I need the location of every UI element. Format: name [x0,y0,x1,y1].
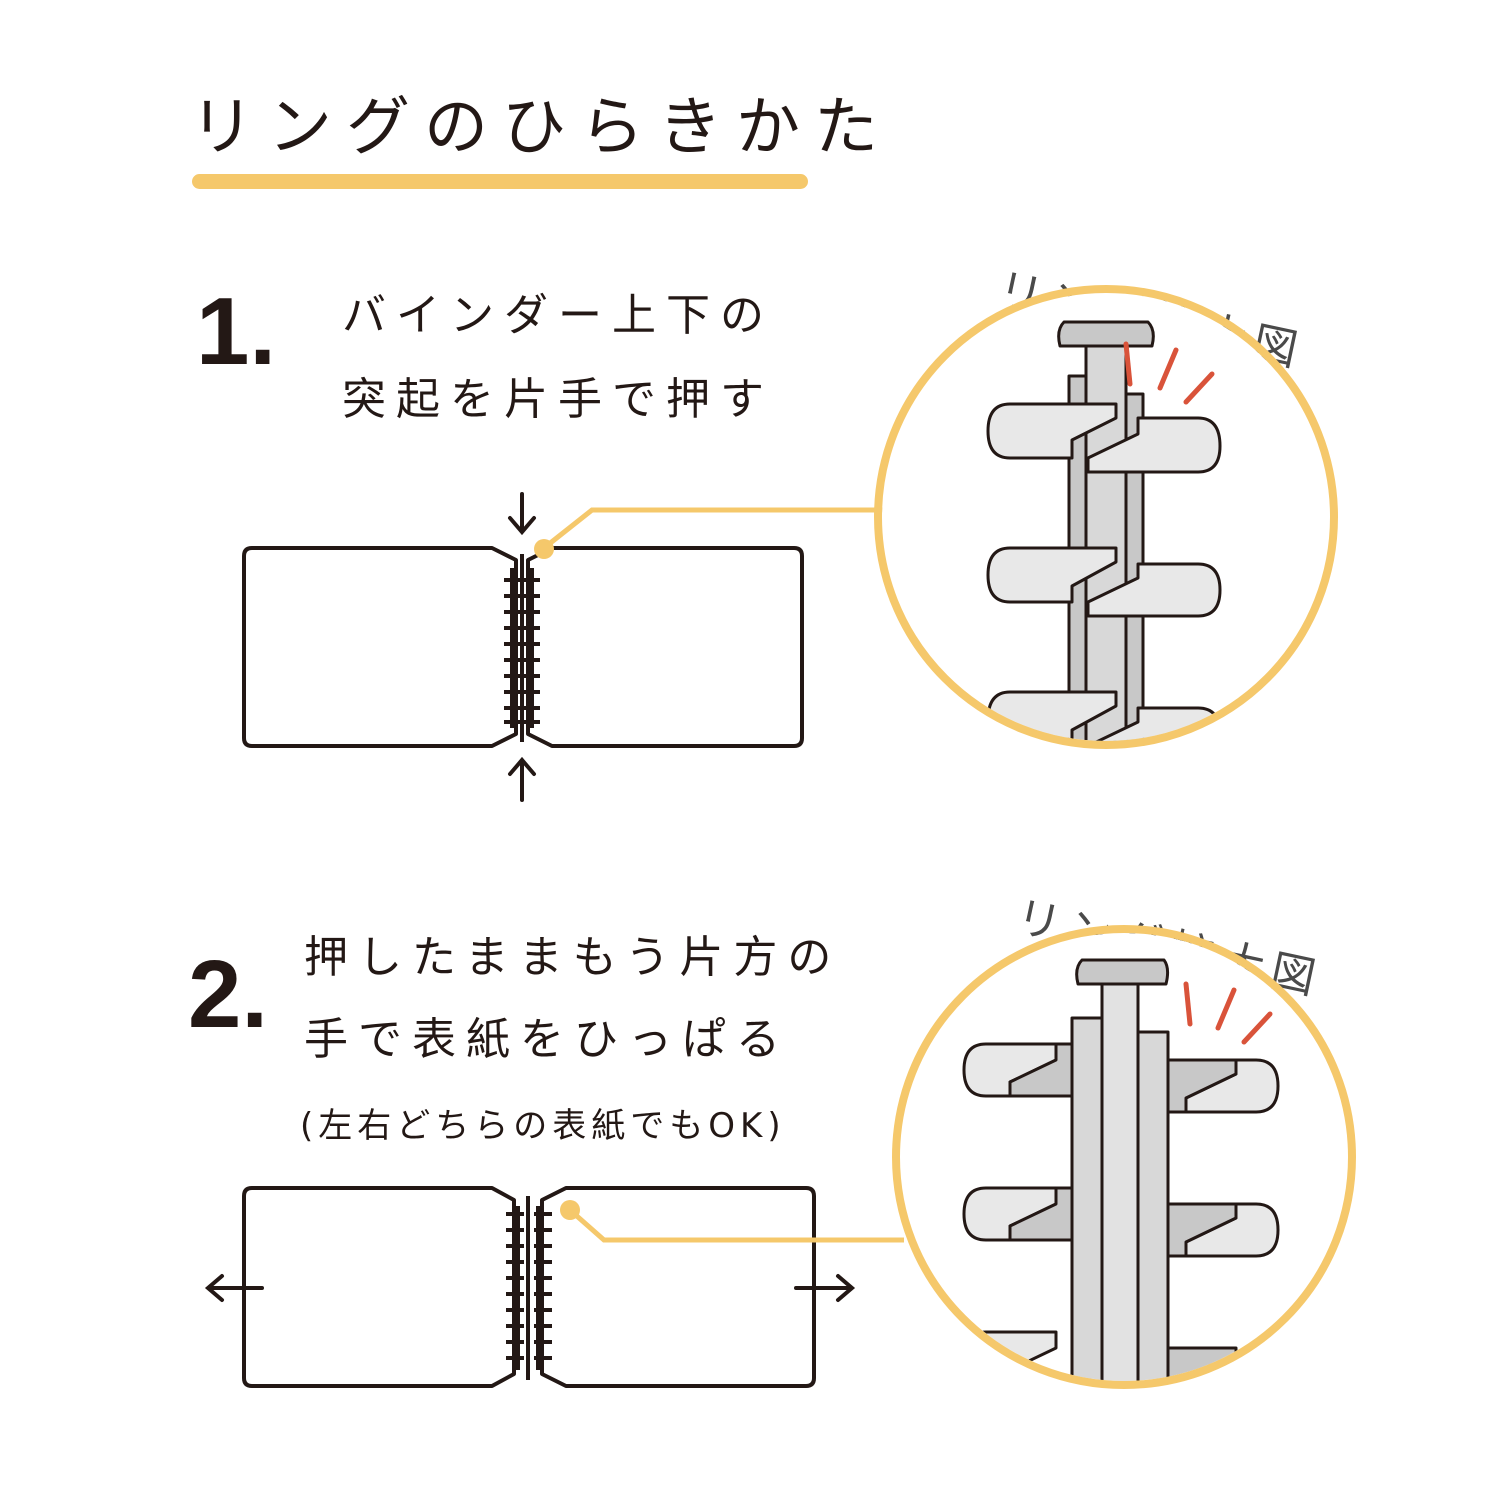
step-1-binder [242,546,804,748]
step-2-zoom-content [900,933,1348,1381]
step-2-arrows [204,1274,856,1302]
step-1-line-1: バインダー上下の [342,290,774,341]
arrow-up-icon [508,756,536,802]
step-2-spine [506,1196,552,1380]
step-2-zoom-circle [892,925,1356,1389]
step-2-left-cover [242,1186,516,1388]
step-1-right-cover [526,546,804,748]
step-1-line-2: 突起を片手で押す [342,374,774,425]
press-marks-icon [1183,981,1273,1045]
step-1-callout-dot [534,539,554,559]
step-1-zoom-circle [874,285,1338,749]
step-2-right-cover [540,1186,816,1388]
step-2-callout-line [568,1208,904,1243]
step-1-left-cover [242,546,518,748]
step-1-rings [504,578,540,724]
step-2-note: (左右どちらの表紙でもOK) [300,1106,786,1146]
step-2-number: 2. [188,941,269,1048]
arrow-left-icon [204,1274,264,1302]
step-1-number: 1. [196,278,277,385]
step-1-arrows [508,492,536,802]
step-2-callout-dot [560,1200,580,1220]
page-title: リングのひらきかた [190,91,892,165]
step-1-zoom-content [882,293,1330,741]
arrow-down-icon [508,492,536,536]
press-marks-icon [1123,341,1215,405]
step-1-spine [504,554,540,742]
step-2-rings [506,1212,552,1360]
title-underline [192,174,808,189]
step-2-line-2: 手で表紙をひっぱる [304,1014,790,1065]
arrow-right-icon [794,1274,856,1302]
step-1-callout-line [542,507,884,550]
step-2-line-1: 押したままもう片方の [304,932,842,983]
